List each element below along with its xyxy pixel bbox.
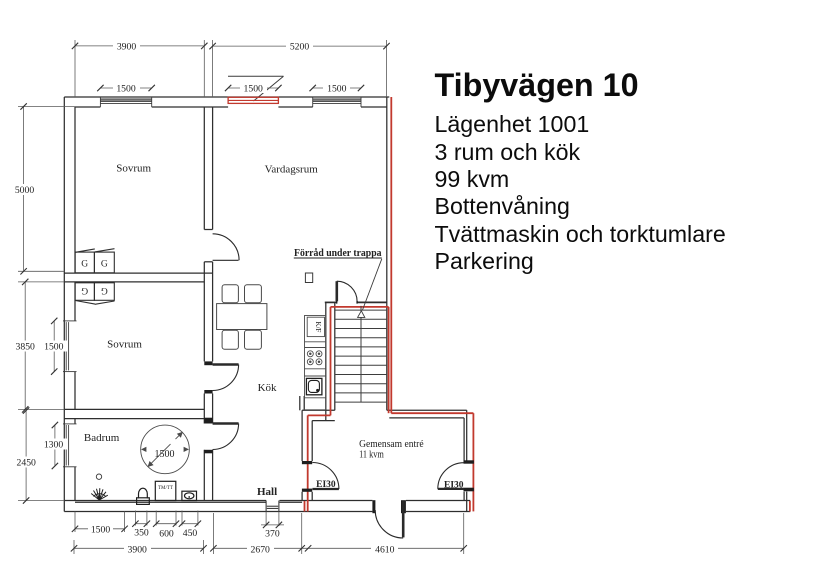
svg-text:3850: 3850 [16,342,36,353]
svg-text:Förråd under trappa: Förråd under trappa [294,248,382,259]
svg-text:EI30: EI30 [444,481,464,491]
svg-text:370: 370 [265,528,280,539]
svg-text:Badrum: Badrum [84,432,120,444]
svg-text:Sovrum: Sovrum [107,339,142,351]
svg-text:3900: 3900 [117,42,137,53]
svg-text:TM/TT: TM/TT [158,486,173,491]
svg-text:2670: 2670 [251,544,271,555]
svg-text:1300: 1300 [44,440,64,451]
svg-text:3900: 3900 [128,544,148,555]
svg-text:600: 600 [159,528,174,539]
svg-text:Sovrum: Sovrum [116,163,151,175]
svg-text:Kök: Kök [258,382,277,394]
svg-text:350: 350 [134,527,149,538]
svg-text:1500: 1500 [44,342,64,353]
svg-text:2450: 2450 [17,458,37,469]
svg-text:1500: 1500 [116,84,136,95]
svg-text:1500: 1500 [91,524,111,535]
svg-text:G: G [81,285,88,295]
svg-text:5200: 5200 [290,42,310,53]
svg-text:1500: 1500 [244,84,264,95]
svg-text:Vardagsrum: Vardagsrum [265,164,319,176]
svg-text:4610: 4610 [375,544,395,555]
svg-text:Hall: Hall [257,486,277,498]
svg-text:EI30: EI30 [316,480,336,490]
svg-text:450: 450 [183,528,198,539]
svg-text:K/F: K/F [314,322,322,333]
svg-text:G: G [101,260,108,270]
svg-text:G: G [101,285,108,295]
svg-text:5000: 5000 [15,185,35,196]
svg-text:1500: 1500 [155,449,175,460]
svg-text:Gemensam entré: Gemensam entré [359,439,424,450]
svg-text:11 kvm: 11 kvm [359,449,384,460]
svg-text:1500: 1500 [327,84,347,95]
svg-text:G: G [81,260,88,270]
